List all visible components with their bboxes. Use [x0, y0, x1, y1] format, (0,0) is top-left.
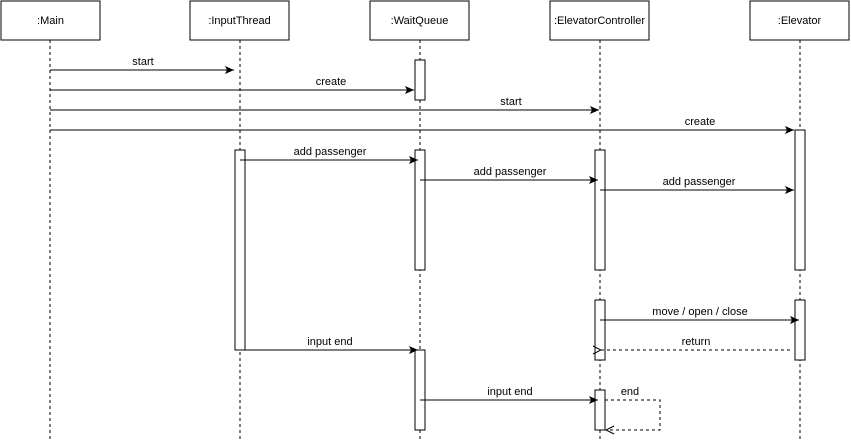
message-add-passenger-queue-label: add passenger	[294, 146, 367, 158]
participant-elevator-label: :Elevator	[778, 15, 822, 27]
message-add-passenger-controller-label: add passenger	[474, 166, 547, 178]
activation-wait-queue-2	[414, 349, 426, 431]
message-add-passenger-elevator-label: add passenger	[663, 176, 736, 188]
message-end-self: end	[604, 386, 661, 435]
message-start-controller-label: start	[500, 96, 521, 108]
message-move-open-close-label: move / open / close	[652, 306, 747, 318]
message-create-queue: create	[50, 76, 414, 94]
message-input-end-controller: input end	[420, 386, 598, 404]
activation-controller-3	[594, 389, 606, 431]
participant-main: :Main	[0, 0, 101, 41]
activation-elevator-2	[794, 299, 806, 361]
message-start-controller: start	[50, 96, 599, 114]
message-input-end-queue: input end	[240, 336, 418, 354]
activation-input-thread	[234, 149, 246, 351]
message-create-elevator: create	[50, 116, 794, 134]
participant-wait-queue: :WaitQueue	[369, 0, 470, 41]
message-move-open-close: move / open / close	[600, 306, 799, 324]
activation-wait-queue-create	[414, 59, 426, 101]
activation-wait-queue-1	[414, 149, 426, 271]
message-add-passenger-elevator: add passenger	[600, 176, 794, 194]
activation-elevator-1	[794, 129, 806, 271]
participant-elevator-controller: :ElevatorController	[549, 0, 650, 41]
participant-main-label: :Main	[37, 15, 64, 27]
message-start-input-label: start	[132, 56, 153, 68]
participant-elevator-controller-label: :ElevatorController	[554, 15, 645, 27]
message-return: return	[601, 336, 790, 350]
message-add-passenger-queue: add passenger	[240, 146, 418, 164]
activation-controller-1	[594, 149, 606, 271]
participant-input-thread-label: :InputThread	[208, 15, 270, 27]
message-create-elevator-label: create	[685, 116, 716, 128]
message-add-passenger-controller: add passenger	[420, 166, 598, 184]
message-input-end-queue-label: input end	[307, 336, 352, 348]
message-input-end-controller-label: input end	[487, 386, 532, 398]
activation-controller-2	[594, 299, 606, 361]
message-create-queue-label: create	[316, 76, 347, 88]
participant-elevator: :Elevator	[749, 0, 850, 41]
message-return-label: return	[682, 336, 711, 348]
message-start-input: start	[50, 56, 234, 74]
participant-input-thread: :InputThread	[189, 0, 290, 41]
message-end-self-label: end	[621, 386, 639, 398]
participant-wait-queue-label: :WaitQueue	[391, 15, 449, 27]
